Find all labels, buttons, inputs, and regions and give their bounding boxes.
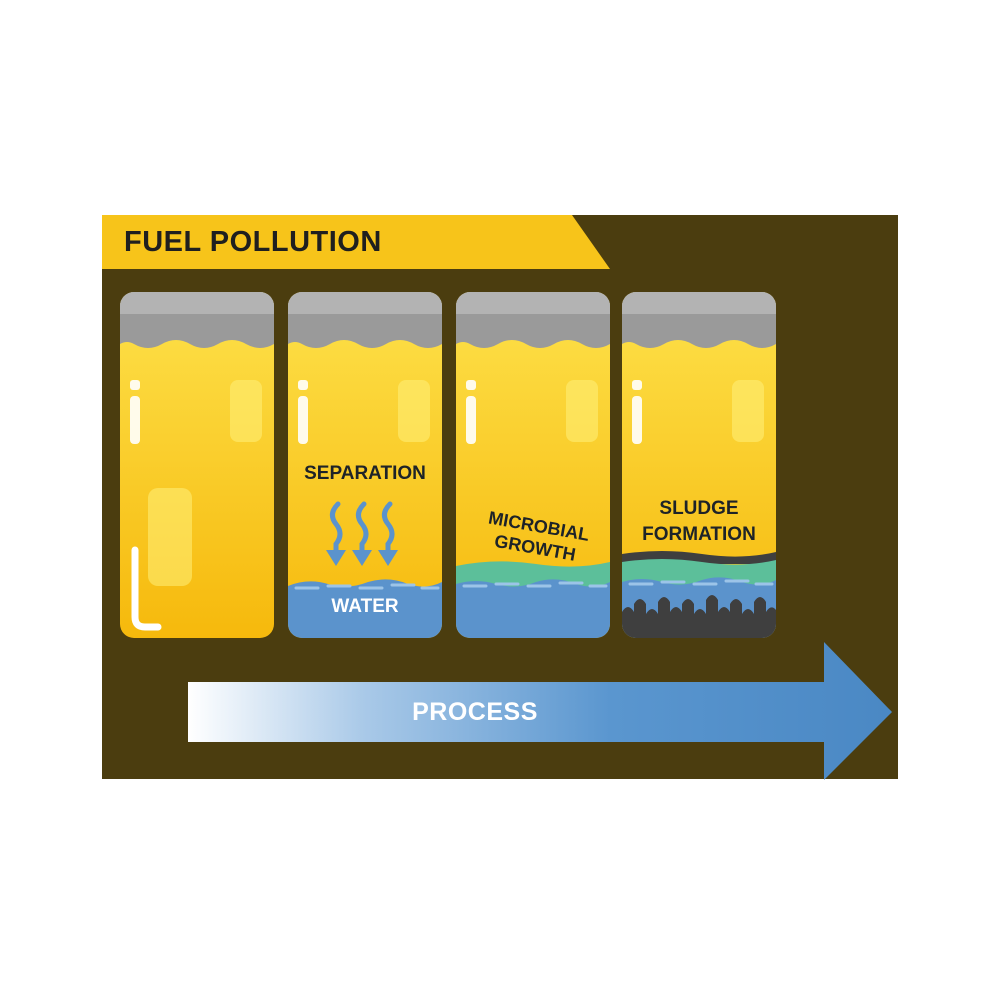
tank-microbial-growth	[456, 292, 610, 638]
sludge-formation-label: SLUDGE FORMATION	[622, 496, 776, 548]
process-arrow	[188, 642, 892, 780]
diagram-title: FUEL POLLUTION	[124, 226, 382, 258]
separation-arrows-icon	[330, 501, 395, 557]
tank-clean-fuel	[120, 292, 274, 638]
water-layer-label: WATER	[331, 596, 399, 617]
title-banner	[102, 215, 610, 269]
sludge-label-line-2: FORMATION	[642, 524, 756, 545]
separation-label: SEPARATION	[304, 463, 426, 484]
sludge-label-line-1: SLUDGE	[659, 498, 739, 519]
tank-sludge-formation	[622, 292, 776, 638]
process-label: PROCESS	[412, 698, 538, 726]
tank-separation	[288, 292, 442, 638]
